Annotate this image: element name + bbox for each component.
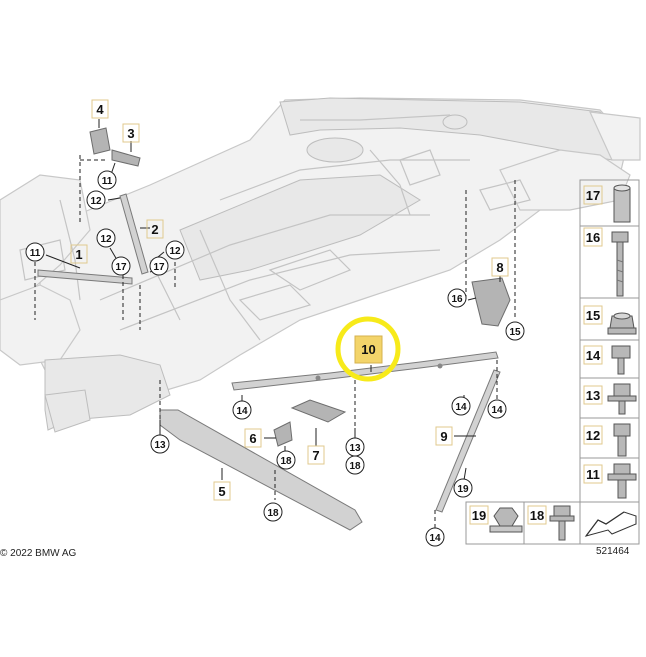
short-bolt-icon <box>611 345 631 375</box>
callout-17-a[interactable]: 17 <box>115 262 127 273</box>
callout-14-b[interactable]: 14 <box>455 402 467 413</box>
callout-7-label[interactable]: 7 <box>312 448 319 463</box>
diagram-id: 521464 <box>596 546 630 557</box>
flange-bolt-icon <box>607 463 637 499</box>
legend-16-label: 16 <box>586 230 600 245</box>
callout-5-label[interactable]: 5 <box>218 484 225 499</box>
callout-1-label[interactable]: 1 <box>75 247 82 262</box>
collar-bolt-icon <box>549 505 575 541</box>
legend-15-label: 15 <box>586 308 600 323</box>
callout-6-label[interactable]: 6 <box>249 431 256 446</box>
leader-lines <box>34 119 516 530</box>
legend-19-label: 19 <box>472 508 486 523</box>
callout-18-a[interactable]: 18 <box>280 456 292 467</box>
callout-8-label[interactable]: 8 <box>496 260 503 275</box>
hex-bolt-icon <box>613 423 631 457</box>
long-bolt-icon <box>611 231 629 297</box>
callout-17-b[interactable]: 17 <box>153 262 165 273</box>
callout-11-a[interactable]: 11 <box>102 176 113 187</box>
part-7-plate <box>290 399 347 423</box>
legend-14-label: 14 <box>586 348 601 363</box>
legend-13-label: 13 <box>586 388 600 403</box>
boxed-callouts: 4 3 2 1 8 9 6 7 5 <box>70 99 509 501</box>
callout-3-label[interactable]: 3 <box>127 126 134 141</box>
callout-11-b[interactable]: 11 <box>30 248 41 259</box>
callout-15-a[interactable]: 15 <box>509 327 521 338</box>
callout-4-label[interactable]: 4 <box>96 102 104 117</box>
circled-callouts: 11 12 11 12 17 17 12 16 15 14 14 14 13 1… <box>25 170 525 547</box>
part-4-plate <box>89 127 111 155</box>
callout-14-a[interactable]: 14 <box>236 406 248 417</box>
callout-12-a[interactable]: 12 <box>90 196 102 207</box>
legend-18-label: 18 <box>530 508 544 523</box>
part-shapes <box>37 127 511 531</box>
part-10-strut <box>231 351 499 391</box>
part-6-bracket <box>273 421 293 447</box>
part-1-strut <box>37 269 133 285</box>
part-2-rod <box>119 193 149 275</box>
legend-17-label: 17 <box>586 188 600 203</box>
callout-13-a[interactable]: 13 <box>154 440 166 451</box>
callout-16-a[interactable]: 16 <box>451 294 463 305</box>
callout-14-c[interactable]: 14 <box>491 405 503 416</box>
sleeve-icon <box>613 187 631 223</box>
part-5-plate <box>159 409 363 531</box>
callout-19-a[interactable]: 19 <box>457 484 469 495</box>
callout-10-label[interactable]: 10 <box>361 342 375 357</box>
direction-arrow-icon <box>584 511 637 537</box>
vehicle-body-frame <box>0 97 641 433</box>
washer-bolt-icon <box>607 383 637 415</box>
part-8-bracket <box>471 277 511 327</box>
copyright-text: © 2022 BMW AG <box>0 548 77 559</box>
part-9-strut <box>435 369 501 513</box>
callout-12-c[interactable]: 12 <box>169 246 181 257</box>
callout-14-d[interactable]: 14 <box>429 533 441 544</box>
legend-11-label: 11 <box>586 467 600 482</box>
callout-2-label[interactable]: 2 <box>151 222 158 237</box>
callout-13-b[interactable]: 13 <box>349 443 361 454</box>
callout-18-b[interactable]: 18 <box>349 461 361 472</box>
callout-18-c[interactable]: 18 <box>267 508 279 519</box>
callout-12-b[interactable]: 12 <box>100 234 112 245</box>
highlight-10: 10 <box>335 316 401 382</box>
hex-nut-icon <box>493 507 519 527</box>
part-3-bracket <box>111 149 141 167</box>
legend-12-label: 12 <box>586 428 600 443</box>
fastener-legend: 17 16 15 14 13 12 11 19 <box>465 179 640 545</box>
callout-9-label[interactable]: 9 <box>440 429 447 444</box>
